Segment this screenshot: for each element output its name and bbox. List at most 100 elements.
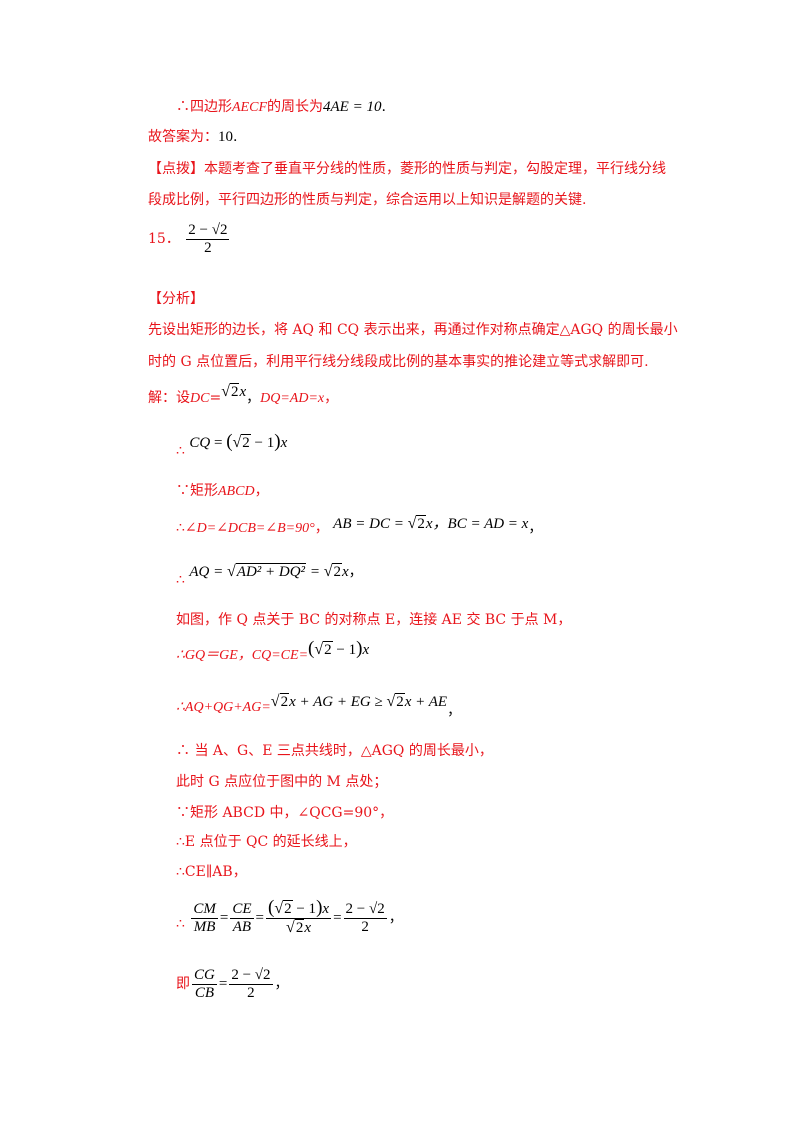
because-symbol: ∵ (176, 483, 190, 499)
answer-label: 故答案为： (148, 129, 218, 145)
radicand: 2 (395, 693, 405, 710)
line-perimeter-conclusion: ∴四边形AECF的周长为4AE = 10. (176, 97, 386, 118)
radicand: 2 (229, 383, 240, 400)
fraction-denominator: 2 (204, 239, 212, 256)
text: DQ=AD=x (260, 391, 325, 406)
minus: − 1 (332, 642, 357, 658)
line-g-position: 此时 G 点应位于图中的 M 点处； (176, 772, 387, 792)
radicand: 2 (332, 563, 342, 580)
lhs: CQ (189, 435, 211, 451)
text: AB = DC = (333, 516, 408, 532)
math-sqrt2x: √2x (221, 383, 247, 400)
text: 此时 G 点应位于图中的 M 点处； (176, 774, 388, 790)
punct: . (381, 99, 386, 115)
var-x: x (322, 901, 330, 917)
text: ，BC = AD = x (432, 516, 529, 532)
math-sides: AB = DC = √2x，BC = AD = x (333, 515, 529, 532)
radicand: AD² + DQ² (235, 563, 307, 580)
numerator: CM (191, 900, 218, 919)
text: x + AE (404, 694, 448, 710)
therefore-symbol: ∴ (176, 443, 185, 459)
punct: ， (447, 703, 462, 719)
text: ∴四边形 (176, 99, 232, 115)
line-gq-ge: ∴GQ＝GE，CQ=CE=(√2 − 1)x (176, 638, 370, 666)
tip-tag: 【点拨】 (148, 161, 204, 177)
text: = (209, 390, 222, 406)
line-solution-start: 解：设DC=√2x，DQ=AD=x， (148, 383, 338, 409)
line-analysis-tag: 【分析】 (148, 289, 204, 309)
problem-number: 15． (148, 231, 180, 247)
text: x + AG + EG ≥ (289, 694, 387, 710)
text: ∴E 点位于 QC 的延长线上， (176, 834, 357, 850)
line-tip-cont: 段成比例，平行四边形的性质与判定，综合运用以上知识是解题的关键. (148, 190, 586, 210)
line-answer: 故答案为：10. (148, 127, 237, 147)
answer-value: 10 (218, 129, 233, 145)
math-ce: (√2 − 1)x (308, 638, 370, 659)
line-perimeter-ineq: ∴AQ+QG+AG=√2x + AG + EG ≥ √2x + AE， (176, 693, 462, 719)
analysis-text: 先设出矩形的边长，将 AQ 和 CQ 表示出来，再通过作对称点确定△AGQ 的周… (148, 322, 678, 338)
fraction-numerator: 2 − √2 (186, 221, 230, 240)
punct: . (233, 129, 238, 145)
line-analysis-1: 先设出矩形的边长，将 AQ 和 CQ 表示出来，再通过作对称点确定△AGQ 的周… (148, 320, 678, 340)
var-x: x (362, 642, 370, 658)
line-parallel: ∴CE∥AB， (176, 862, 247, 882)
punct: ， (314, 520, 329, 536)
line-tip: 【点拨】本题考查了垂直平分线的性质，菱形的性质与判定，勾股定理，平行线分线 (148, 159, 666, 179)
therefore-symbol: ∴ (176, 916, 185, 932)
construction-text: 如图，作 Q 点关于 BC 的对称点 E，连接 AE 交 BC 于点 M， (176, 612, 572, 628)
var: DC (190, 391, 210, 406)
line-analysis-2: 时的 G 点位置后，利用平行线分线段成比例的基本事实的推论建立等式求解即可. (148, 352, 649, 372)
numerator: 2 − √2 (229, 966, 273, 985)
eq: = (306, 564, 324, 580)
math-aq: AQ = √AD² + DQ² = √2x (189, 563, 349, 580)
text: 解：设 (148, 390, 190, 406)
line-aq: ∴ AQ = √AD² + DQ² = √2x， (176, 562, 363, 588)
radicand: 2 (241, 434, 251, 451)
numerator: CE (230, 900, 254, 919)
punct: ， (528, 520, 543, 536)
denominator: MB (193, 918, 216, 935)
analysis-tag: 【分析】 (148, 291, 204, 307)
text: ∴GQ＝GE，CQ=CE= (176, 648, 309, 663)
math-cq: CQ = (√2 − 1)x (189, 431, 288, 452)
var-x: x (304, 920, 311, 936)
text: ∴AQ+QG+AG= (176, 700, 271, 715)
line-right-angle: ∵矩形 ABCD 中，∠QCG=90°， (176, 803, 393, 823)
line-construction: 如图，作 Q 点关于 BC 的对称点 E，连接 AE 交 BC 于点 M， (176, 610, 571, 630)
line-extension: ∴E 点位于 QC 的延长线上， (176, 832, 357, 852)
radicand: 2 (279, 693, 290, 710)
text: ∴ 当 A、G、E 三点共线时，△AGQ 的周长最小， (176, 743, 493, 759)
line-collinear: ∴ 当 A、G、E 三点共线时，△AGQ 的周长最小， (176, 741, 493, 761)
denominator: 2 (247, 984, 255, 1001)
math-expression: 4AE = 10 (323, 99, 382, 115)
var-x: x (425, 516, 433, 532)
punct: ， (246, 390, 261, 406)
text: 矩形 (190, 483, 218, 499)
angles: D=∠DCB=∠B=90° (196, 521, 315, 536)
tip-text-cont: 段成比例，平行四边形的性质与判定，综合运用以上知识是解题的关键. (148, 192, 587, 208)
line-cq: ∴ CQ = (√2 − 1)x (176, 431, 288, 460)
numerator: 2 − √2 (343, 900, 387, 919)
line-rectangle: ∵矩形ABCD， (176, 481, 269, 502)
var-x: x (239, 384, 247, 400)
text: − 1 (292, 901, 317, 917)
shape-name: AECF (232, 100, 267, 115)
answer-fraction: 2 − √2 2 (186, 221, 230, 257)
minus: − 1 (250, 435, 275, 451)
text: ∴CE∥AB， (176, 864, 247, 880)
lhs: AQ = (189, 564, 227, 580)
eq: = (210, 435, 227, 451)
line-angles: ∴∠D=∠DCB=∠B=90°， AB = DC = √2x，BC = AD =… (176, 515, 543, 539)
denominator: CB (194, 984, 214, 1001)
fraction-expr: (√2 − 1)x√2x (265, 898, 332, 937)
numerator: CG (192, 966, 217, 985)
text: 的周长为 (267, 99, 323, 115)
radicand: 2 (283, 900, 293, 917)
analysis-text-cont: 时的 G 点位置后，利用平行线分线段成比例的基本事实的推论建立等式求解即可. (148, 354, 649, 370)
punct: ， (254, 483, 269, 499)
